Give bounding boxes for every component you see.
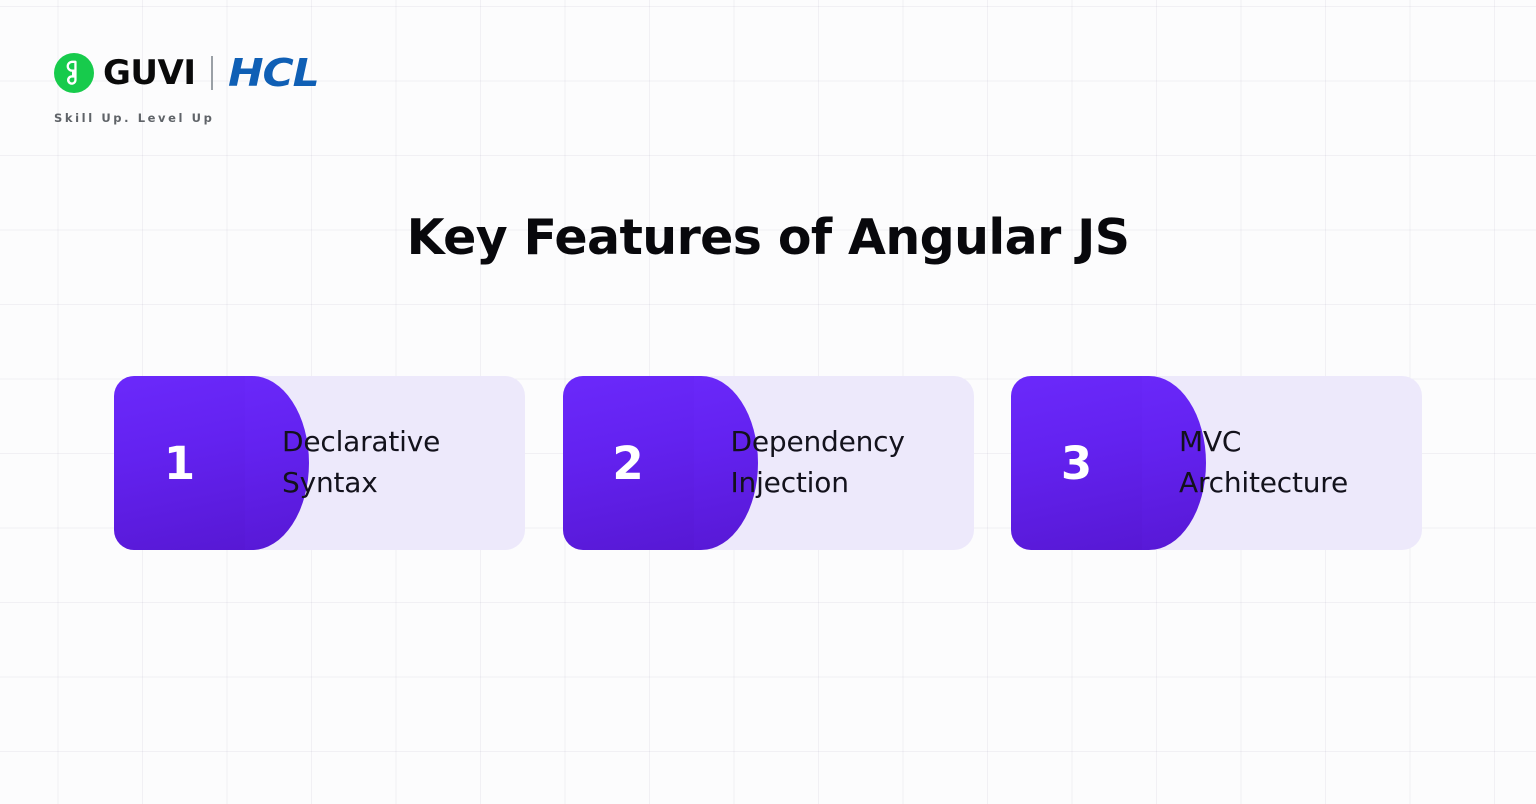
- logo-divider: [211, 56, 214, 90]
- card-number: 3: [1060, 436, 1093, 490]
- feature-card-list: 1 Declarative Syntax 2 Dependency Inject…: [114, 376, 1422, 550]
- guvi-g-logo-icon: [54, 53, 94, 93]
- feature-card: 2 Dependency Injection: [562, 376, 974, 550]
- guvi-wordmark: GUVI: [103, 53, 196, 93]
- page-title: Key Features of Angular JS: [406, 208, 1130, 266]
- card-label: Declarative Syntax: [282, 425, 441, 499]
- brand-logo-lockup: GUVI HCL Skill Up. Level Up: [54, 48, 474, 125]
- feature-card: 1 Declarative Syntax: [114, 376, 525, 550]
- card-number: 1: [163, 436, 196, 490]
- logo-row: GUVI HCL: [54, 48, 474, 98]
- brand-tagline: Skill Up. Level Up: [54, 111, 215, 125]
- card-badge: 1: [114, 376, 245, 550]
- card-badge: 3: [1011, 376, 1142, 550]
- card-number: 2: [612, 436, 644, 490]
- hcl-wordmark: HCL: [228, 51, 320, 95]
- card-badge: 2: [562, 376, 694, 550]
- card-label: Dependency Injection: [730, 425, 905, 499]
- feature-card: 3 MVC Architecture: [1011, 376, 1422, 550]
- card-label: MVC Architecture: [1179, 425, 1349, 499]
